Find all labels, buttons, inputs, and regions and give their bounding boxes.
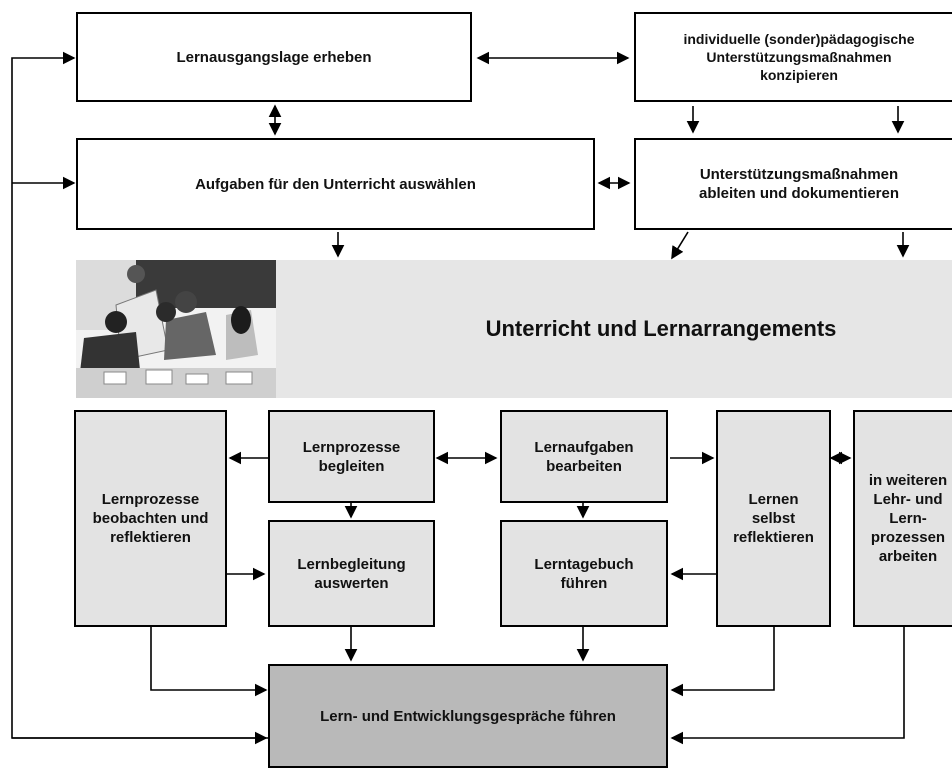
- box-entwicklungsgespraeche: Lern- und Entwicklungsgespräche führen: [268, 664, 668, 768]
- box-lernprozesse-begleiten: Lernprozesse begleiten: [268, 410, 435, 503]
- box-aufgaben-auswaehlen: Aufgaben für den Unterricht auswählen: [76, 138, 595, 230]
- box-lernprozesse-beobachten: Lernprozesse beobachten und reflektieren: [74, 410, 227, 627]
- box-lerntagebuch-fuehren: Lerntagebuch führen: [500, 520, 668, 627]
- box-unterstuetzung-ableiten: Unterstützungsmaßnahmen ableiten und dok…: [634, 138, 952, 230]
- box-unterstuetzung-konzipieren: individuelle (sonder)pädagogische Unters…: [634, 12, 952, 102]
- box-lernaufgaben-bearbeiten: Lernaufgaben bearbeiten: [500, 410, 668, 503]
- classroom-photo-icon: [76, 260, 276, 398]
- box-weitere-prozesse: in weiteren Lehr- und Lern- prozessen ar…: [853, 410, 952, 627]
- banner-unterricht: Unterricht und Lernarrangements: [76, 260, 952, 398]
- box-lernbegleitung-auswerten: Lernbegleitung auswerten: [268, 520, 435, 627]
- banner-title: Unterricht und Lernarrangements: [485, 316, 837, 341]
- box-lernausgangslage: Lernausgangslage erheben: [76, 12, 472, 102]
- box-lernen-selbst-reflektieren: Lernen selbst reflektieren: [716, 410, 831, 627]
